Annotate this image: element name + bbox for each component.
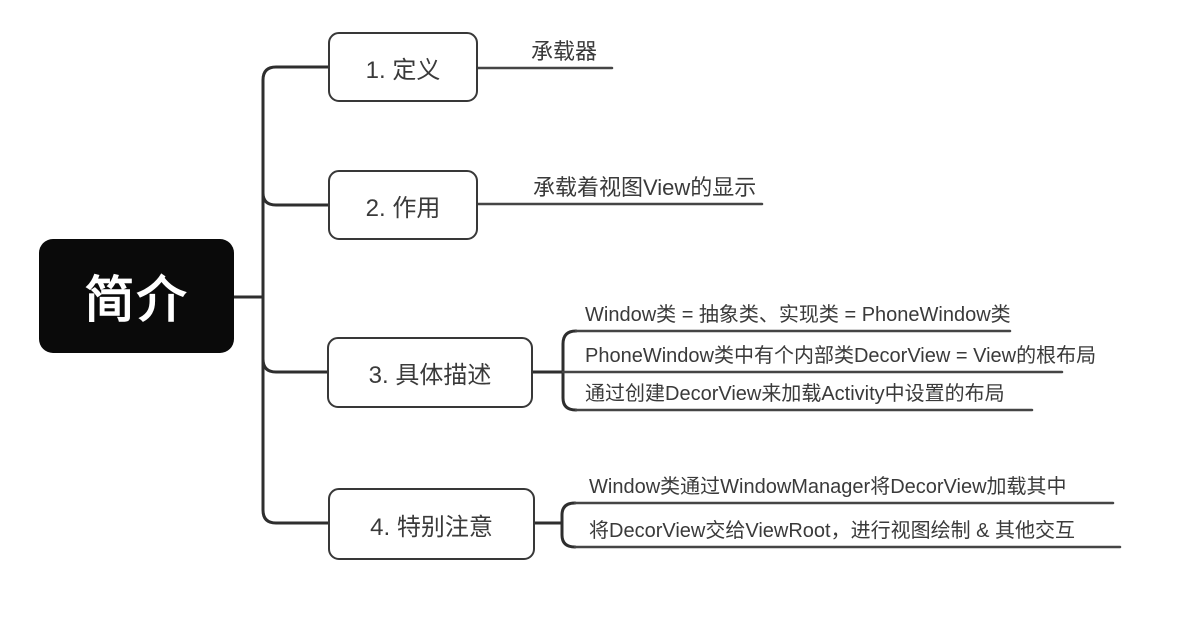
branch-node-function[interactable]: 2. 作用 [328,170,478,240]
trunk-connector [261,65,330,525]
leaf-description-2[interactable]: PhoneWindow类中有个内部类DecorView = View的根布局 [585,345,1097,367]
leaf-function-1[interactable]: 承载着视图View的显示 [533,174,757,200]
branch3-connector [261,357,329,374]
branch4-leaf-bracket [560,501,577,549]
branch-node-description[interactable]: 3. 具体描述 [327,337,533,408]
branch-node-definition[interactable]: 1. 定义 [328,32,478,102]
branch-node-note[interactable]: 4. 特别注意 [328,488,535,560]
branch2-connector [261,191,330,207]
leaf-note-2[interactable]: 将DecorView交给ViewRoot，进行视图绘制 & 其他交互 [589,520,1076,542]
leaf-note-1[interactable]: Window类通过WindowManager将DecorView加载其中 [589,476,1067,498]
leaf-description-3[interactable]: 通过创建DecorView来加载Activity中设置的布局 [585,383,1005,405]
leaf-description-1[interactable]: Window类 = 抽象类、实现类 = PhoneWindow类 [585,304,1011,326]
root-node[interactable]: 简介 [39,239,234,353]
leaf-definition-1[interactable]: 承载器 [531,38,598,64]
branch3-leaf-bracket [561,329,578,412]
